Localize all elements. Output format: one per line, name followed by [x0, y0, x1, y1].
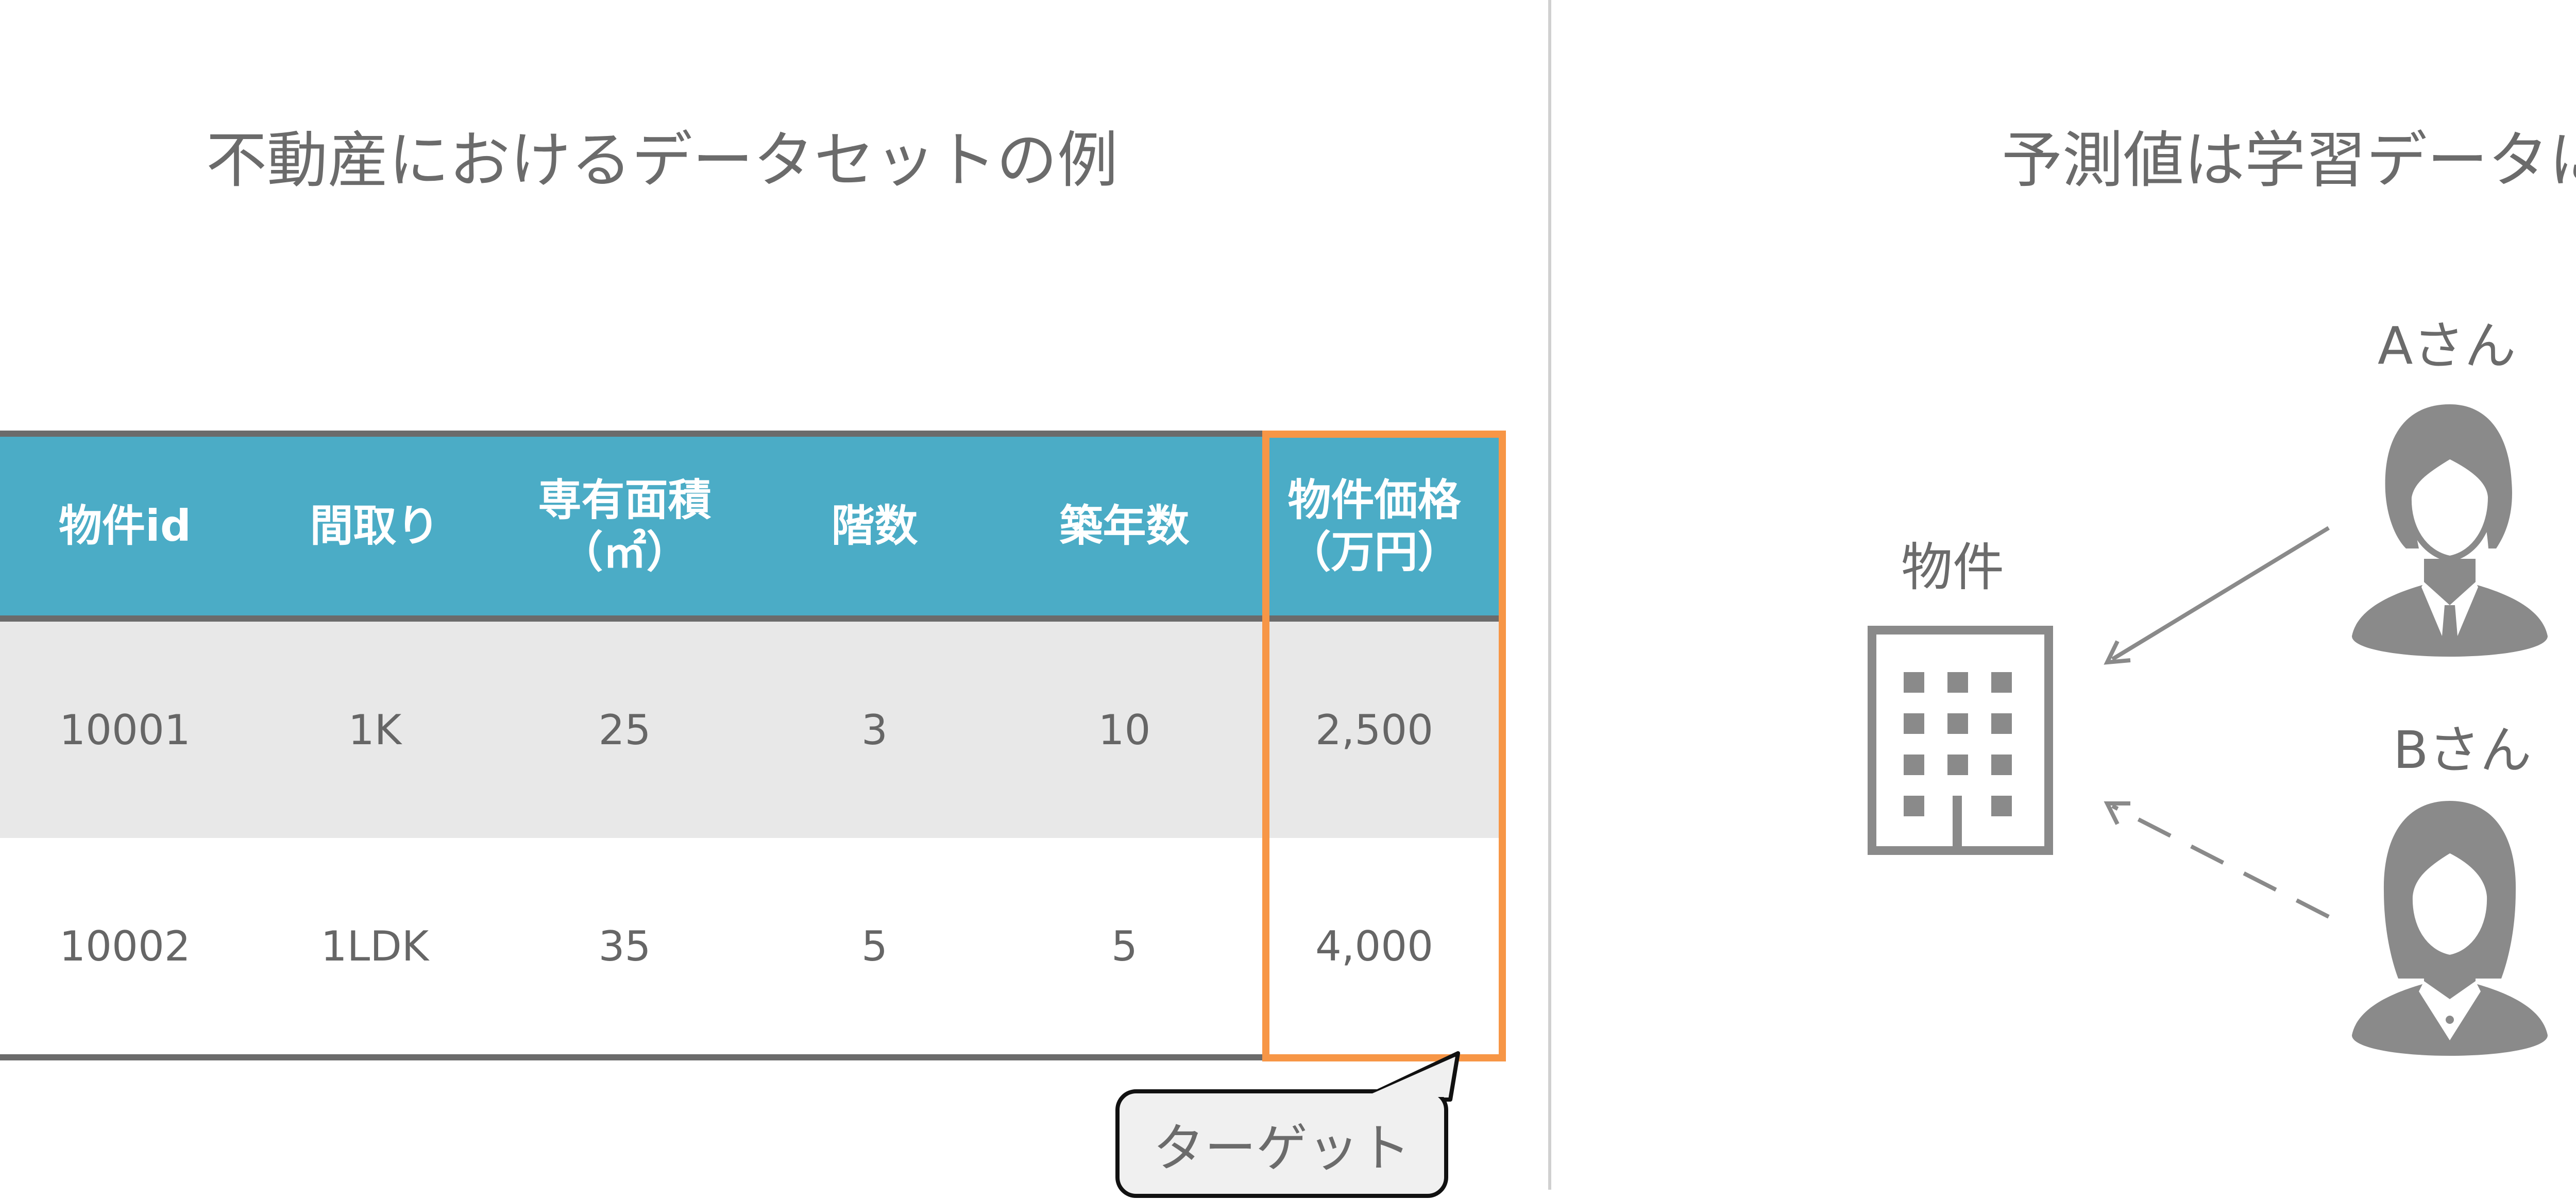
table-header-row: 物件id 間取り 専有面積（㎡） 階数 築年数 物件価格（万円） — [0, 431, 1499, 622]
person-a-label: Aさん — [2378, 316, 2516, 376]
cell: 10002 — [0, 838, 250, 1060]
cell: 10 — [999, 619, 1249, 838]
header-price: 物件価格（万円） — [1249, 431, 1499, 622]
cell: 5 — [750, 838, 999, 1060]
cell: 3 — [750, 619, 999, 838]
table-row: 10001 1K 25 3 10 2,500 — [0, 619, 1499, 838]
header-floor-area: 専有面積（㎡） — [500, 431, 750, 622]
header-floor: 階数 — [750, 431, 999, 622]
cell: 25 — [500, 619, 750, 838]
dataset-table: 物件id 間取り 専有面積（㎡） 階数 築年数 物件価格（万円） 10001 1… — [0, 431, 1499, 1060]
woman-icon — [2352, 801, 2548, 1056]
cell: 5 — [999, 838, 1249, 1060]
cell: 4,000 — [1249, 838, 1499, 1060]
header-property-id: 物件id — [0, 431, 250, 622]
building-icon — [1868, 626, 2053, 855]
header-layout: 間取り — [250, 431, 500, 622]
left-title: 不動産におけるデータセットの例 — [206, 125, 1118, 196]
cell: 35 — [500, 838, 750, 1060]
solid-arrow-icon — [2104, 526, 2330, 665]
cell: 10001 — [0, 619, 250, 838]
cell: 1LDK — [250, 838, 500, 1060]
header-building-age: 築年数 — [999, 431, 1249, 622]
right-title: 予測値は学習データに依存 — [2002, 125, 2576, 196]
person-b-label: Bさん — [2393, 720, 2532, 780]
cell: 2,500 — [1249, 619, 1499, 838]
property-label: 物件 — [1901, 537, 2004, 597]
callout-tail-cover — [1364, 1057, 1455, 1097]
cell: 1K — [250, 619, 500, 838]
man-icon — [2352, 404, 2548, 657]
dashed-arrow-icon — [2104, 801, 2330, 919]
target-callout: ターゲット — [1115, 1089, 1448, 1198]
target-column-highlight — [1262, 431, 1506, 1061]
panel-divider — [1548, 0, 1551, 1190]
table-row: 10002 1LDK 35 5 5 4,000 — [0, 838, 1499, 1060]
